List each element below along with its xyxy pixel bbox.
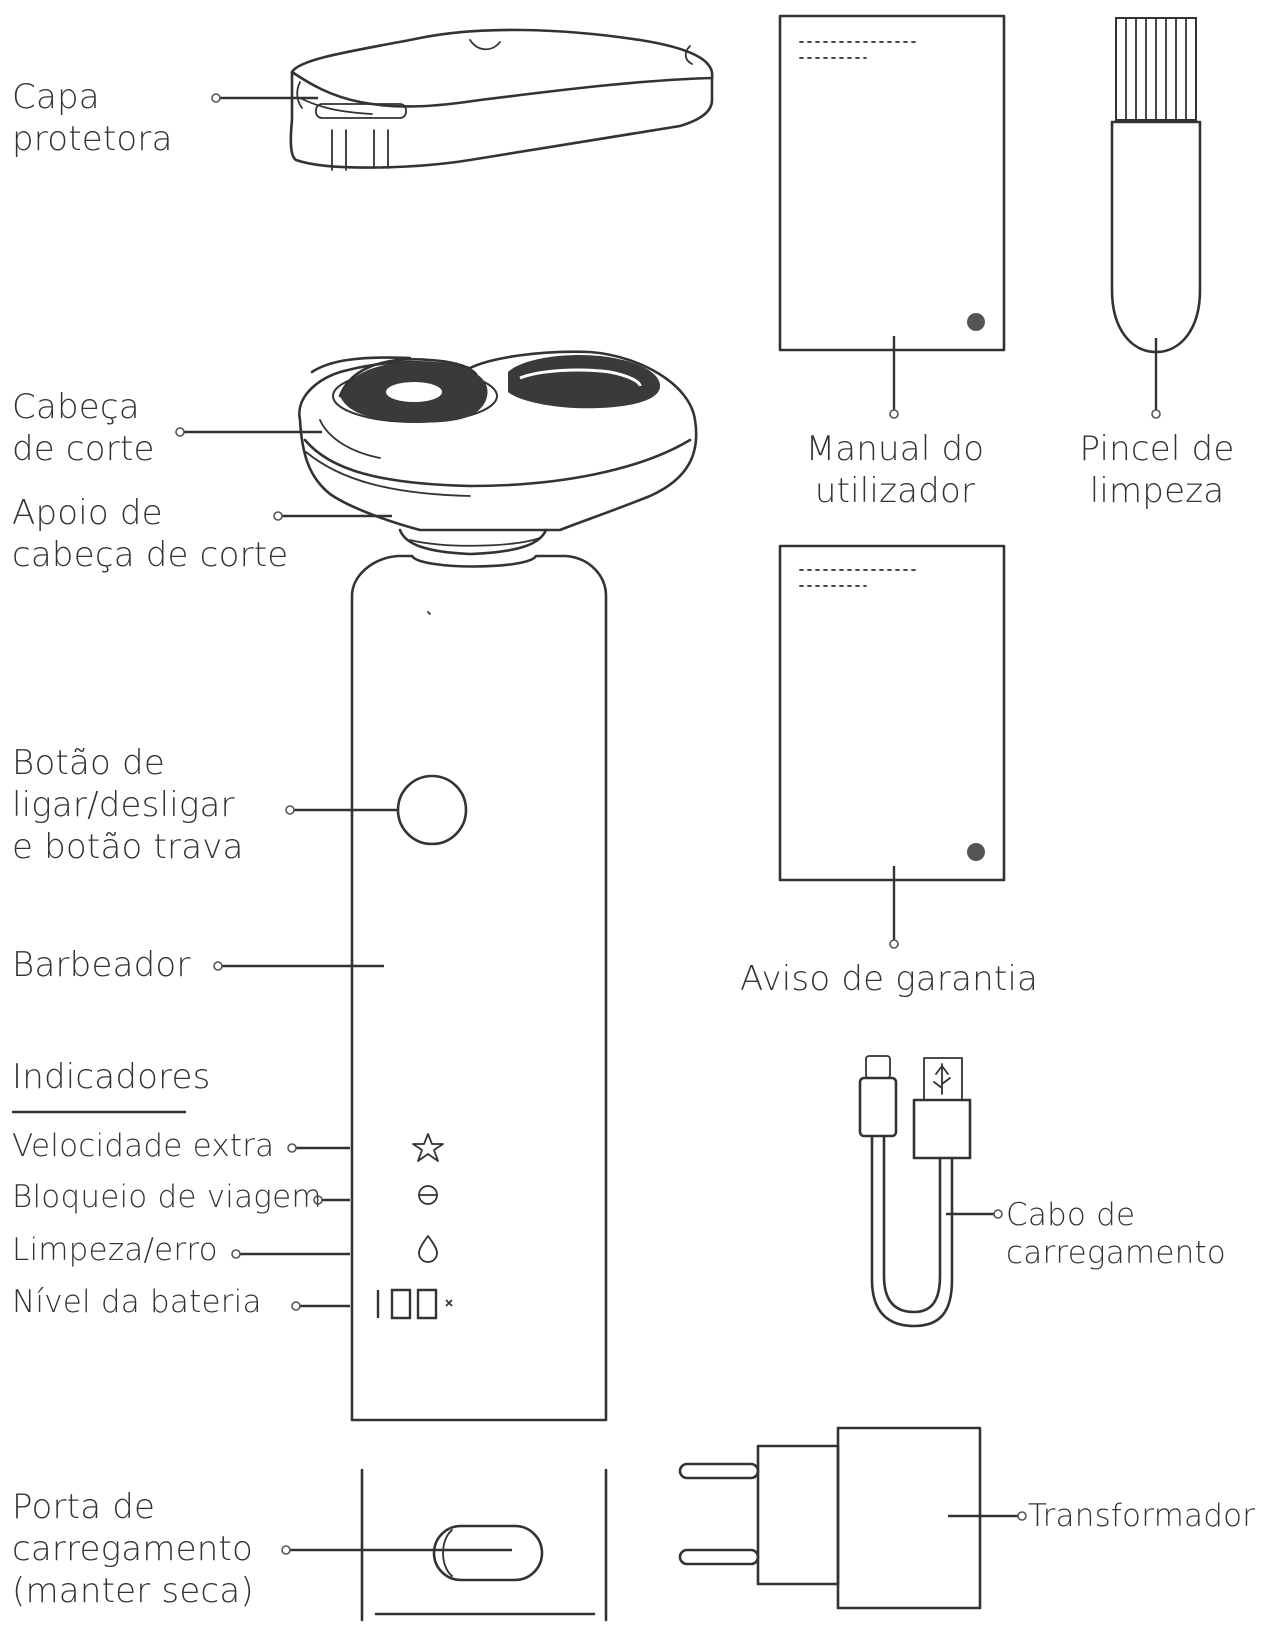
leader-lines [12, 93, 1161, 1555]
indicators-title: Indicadores [12, 1057, 211, 1097]
label-cleaning-brush: Pincel de limpeza [1079, 429, 1235, 511]
charging-cable-illustration [858, 1055, 972, 1328]
mi-logo-icon [967, 313, 985, 331]
power-adapter-illustration [678, 1426, 982, 1610]
cutting-head-illustration [298, 350, 698, 556]
label-shaver: Barbeador [12, 945, 191, 985]
star-icon [412, 1133, 444, 1162]
label-user-manual: Manual do utilizador [805, 429, 985, 511]
label-cutting-head: Cabeça de corte [12, 387, 155, 469]
label-charging-cable: Cabo de carregamento [1006, 1197, 1226, 1271]
lock-icon [418, 1185, 438, 1205]
label-protective-cover: Capa protetora [12, 77, 173, 159]
label-power-button: Botão de ligar/desligar e botão trava [12, 743, 244, 867]
battery-display [376, 1288, 453, 1320]
protective-cover-illustration [289, 28, 714, 171]
droplet-icon [418, 1235, 438, 1263]
usb-icon [933, 1063, 951, 1095]
label-warranty: Aviso de garantia [740, 959, 1039, 999]
label-adapter: Transformador [1028, 1498, 1256, 1534]
mi-logo-icon [967, 843, 985, 861]
warranty-illustration [778, 544, 1006, 882]
label-indicator-speed: Velocidade extra [12, 1128, 275, 1164]
label-head-support: Apoio de cabeça de corte [12, 493, 289, 575]
label-indicator-travel-lock: Bloqueio de viagem [12, 1179, 322, 1215]
shaver-body-illustration [350, 554, 608, 1422]
label-indicator-cleaning: Limpeza/erro [12, 1232, 218, 1268]
shaver-base-illustration [360, 1468, 608, 1622]
user-manual-illustration [778, 14, 1006, 352]
label-charging-port: Porta de carregamento (manter seca) [12, 1487, 254, 1611]
label-indicator-battery: Nível da bateria [12, 1284, 262, 1320]
cleaning-brush-illustration [1110, 17, 1202, 354]
